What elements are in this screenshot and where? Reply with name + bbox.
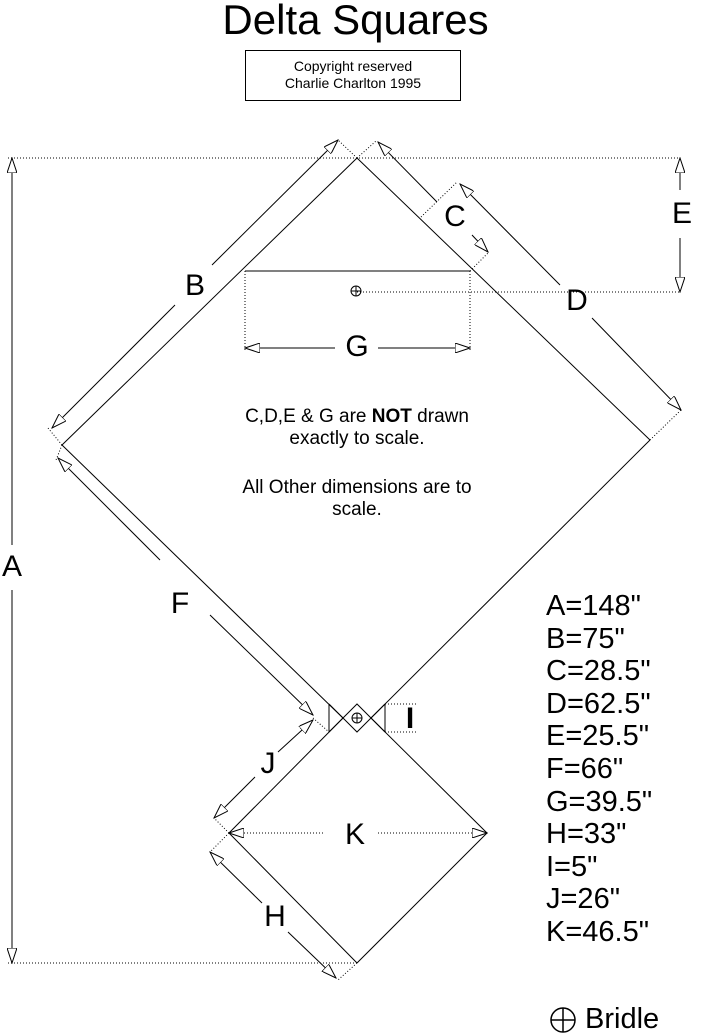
note-text: All Other dimensions are to — [242, 477, 472, 498]
dimension-f: F — [55, 444, 313, 715]
bridle-legend: Bridle — [549, 1003, 659, 1036]
note-emphasis: NOT — [371, 406, 412, 427]
dimension-legend: A=148" B=75" C=28.5" D=62.5" E=25.5" F=6… — [546, 590, 652, 949]
note-text: exactly to scale. — [289, 428, 425, 449]
label-c: C — [444, 200, 466, 233]
legend-item: D=62.5" — [546, 687, 651, 720]
dimension-c: C — [356, 140, 490, 272]
label-k: K — [345, 818, 365, 851]
legend-item: J=26" — [546, 883, 620, 916]
copyright-box: Copyright reserved Charlie Charlton 1995 — [245, 50, 461, 101]
copyright-line-1: Copyright reserved — [293, 58, 413, 74]
legend-item: E=25.5" — [546, 720, 650, 753]
lower-square — [228, 717, 488, 964]
note-text: scale. — [332, 499, 382, 520]
legend-item: H=33" — [546, 818, 627, 851]
label-e: E — [672, 197, 692, 230]
label-g: G — [345, 330, 368, 363]
legend-item: G=39.5" — [546, 785, 653, 818]
legend-item: F=66" — [546, 752, 624, 785]
dimension-g: G — [245, 270, 470, 363]
dimension-e: E — [357, 158, 692, 292]
label-h: H — [264, 900, 286, 933]
bridle-point-icon — [350, 285, 362, 297]
legend-item: C=28.5" — [546, 655, 651, 688]
dimension-b: B — [47, 140, 358, 446]
upper-square — [61, 157, 651, 719]
scale-note-1: C,D,E & G are NOT drawn exactly to scale… — [180, 406, 534, 450]
label-b: B — [185, 269, 205, 302]
label-i: I — [406, 702, 414, 735]
circle-plus-icon — [550, 1006, 576, 1033]
legend-item: B=75" — [546, 622, 625, 655]
dimension-j: J — [214, 717, 330, 834]
connector-diamond — [328, 703, 417, 733]
label-j: J — [261, 747, 276, 780]
legend-item: A=148" — [546, 590, 641, 622]
note-text: C,D,E & G are — [245, 406, 372, 427]
dimension-a: A — [2, 158, 680, 963]
label-f: F — [171, 587, 189, 620]
legend-item: I=5" — [546, 850, 598, 883]
bridle-label: Bridle — [585, 1003, 660, 1035]
page-title: Delta Squares — [222, 0, 489, 43]
copyright-line-2: Charlie Charlton 1995 — [284, 75, 422, 91]
dimension-d: D — [420, 181, 681, 441]
scale-note-2: All Other dimensions are to scale. — [180, 477, 534, 521]
label-a: A — [2, 550, 22, 583]
note-text: drawn — [411, 406, 469, 427]
label-d: D — [566, 284, 588, 317]
legend-item: K=46.5" — [546, 915, 650, 948]
dimension-k: K — [229, 818, 487, 851]
dimension-h: H — [210, 832, 358, 981]
